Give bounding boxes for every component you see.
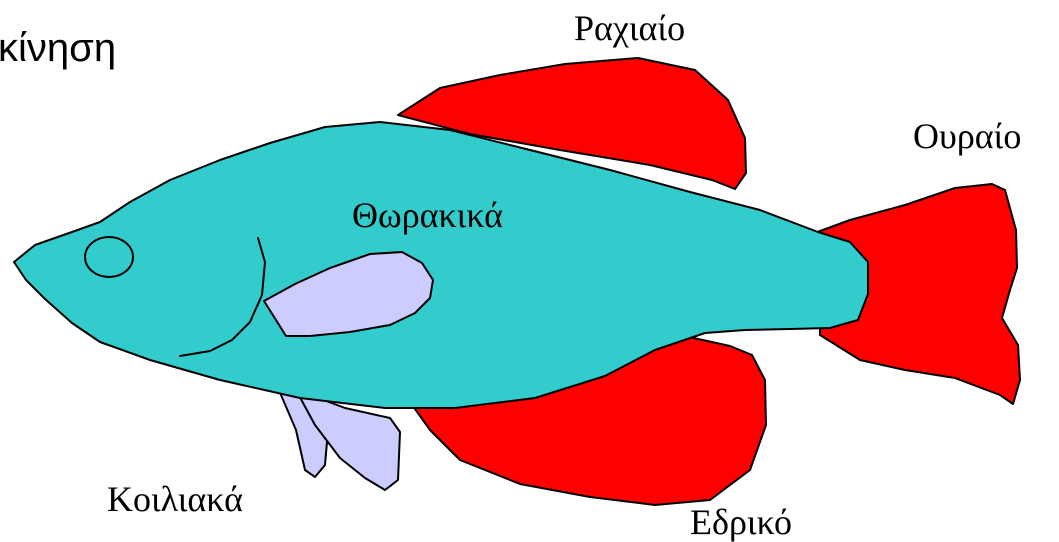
label-pelvic-fins: Κοιλιακά [107,481,243,517]
page-title: κίνηση [0,28,116,68]
label-anal-fin: Εδρικό [690,504,792,540]
label-pectoral-fins: Θωρακικά [352,197,503,233]
label-caudal-fin: Ουραίο [913,118,1021,154]
label-dorsal-fin: Ραχιαίο [574,10,685,46]
